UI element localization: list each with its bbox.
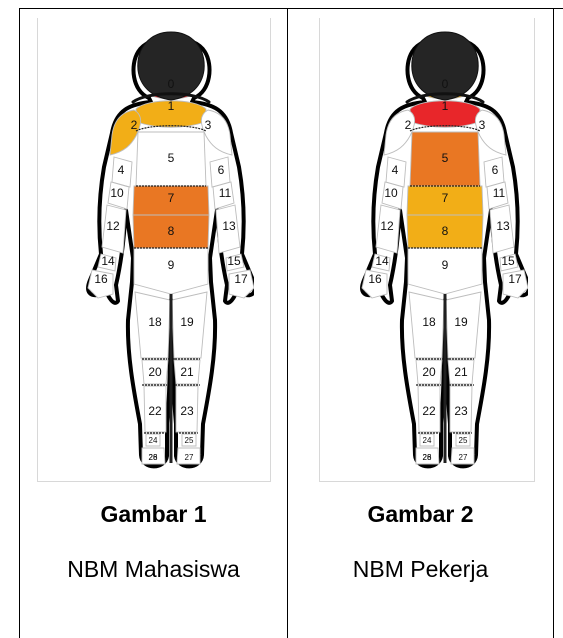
- figure-subtitle-1: NBM Mahasiswa: [20, 555, 287, 583]
- region-label-10: 10: [110, 186, 124, 200]
- region-label-21: 21: [180, 365, 194, 379]
- region-label-24: 24: [149, 436, 158, 445]
- region-label-3: 3: [205, 118, 212, 132]
- region-label-28: 28: [149, 453, 158, 462]
- region-label-15: 15: [501, 254, 515, 268]
- region-label-13: 13: [496, 219, 510, 233]
- region-label-2: 2: [405, 118, 412, 132]
- region-label-0: 0: [442, 77, 449, 91]
- region-label-25: 25: [459, 436, 468, 445]
- region-label-2: 2: [131, 118, 138, 132]
- body-map-1: 0123456789101112131415161718192021222324…: [54, 18, 254, 482]
- region-label-23: 23: [454, 404, 468, 418]
- figure-title-2: Gambar 2: [288, 500, 553, 528]
- region-label-5: 5: [442, 151, 449, 165]
- region-label-17: 17: [234, 272, 248, 286]
- region-label-5: 5: [168, 151, 175, 165]
- region-label-7: 7: [168, 191, 175, 205]
- region-label-28: 28: [423, 453, 432, 462]
- region-label-17: 17: [508, 272, 522, 286]
- region-label-23: 23: [180, 404, 194, 418]
- region-label-19: 19: [180, 315, 194, 329]
- region-label-16: 16: [94, 272, 108, 286]
- region-label-22: 22: [422, 404, 436, 418]
- region-label-11: 11: [493, 186, 506, 200]
- region-label-16: 16: [368, 272, 382, 286]
- region-label-12: 12: [106, 219, 120, 233]
- figure-subtitle-2: NBM Pekerja: [288, 555, 553, 583]
- body-map-2: 0123456789101112131415161718192021222324…: [328, 18, 528, 482]
- region-label-19: 19: [454, 315, 468, 329]
- region-label-11: 11: [219, 186, 232, 200]
- region-label-1: 1: [442, 99, 449, 113]
- region-label-20: 20: [148, 365, 162, 379]
- region-label-18: 18: [422, 315, 436, 329]
- region-label-18: 18: [148, 315, 162, 329]
- region-label-27: 27: [185, 453, 194, 462]
- region-label-12: 12: [380, 219, 394, 233]
- region-label-27: 27: [459, 453, 468, 462]
- region-label-0: 0: [168, 77, 175, 91]
- region-label-9: 9: [442, 258, 449, 272]
- region-label-10: 10: [384, 186, 398, 200]
- region-label-4: 4: [118, 163, 125, 177]
- region-label-20: 20: [422, 365, 436, 379]
- table-border-right: [553, 8, 554, 638]
- region-label-9: 9: [168, 258, 175, 272]
- region-label-24: 24: [423, 436, 432, 445]
- region-label-3: 3: [479, 118, 486, 132]
- region-label-6: 6: [218, 163, 225, 177]
- region-label-7: 7: [442, 191, 449, 205]
- region-label-22: 22: [148, 404, 162, 418]
- region-label-21: 21: [454, 365, 468, 379]
- figure-title-1: Gambar 1: [20, 500, 287, 528]
- region-label-4: 4: [392, 163, 399, 177]
- region-label-8: 8: [168, 224, 175, 238]
- region-label-14: 14: [375, 254, 389, 268]
- region-label-13: 13: [222, 219, 236, 233]
- region-label-8: 8: [442, 224, 449, 238]
- region-label-14: 14: [101, 254, 115, 268]
- body-map-frame-1: 0123456789101112131415161718192021222324…: [37, 18, 271, 482]
- region-label-1: 1: [168, 99, 175, 113]
- region-label-15: 15: [227, 254, 241, 268]
- region-label-25: 25: [185, 436, 194, 445]
- region-label-6: 6: [492, 163, 499, 177]
